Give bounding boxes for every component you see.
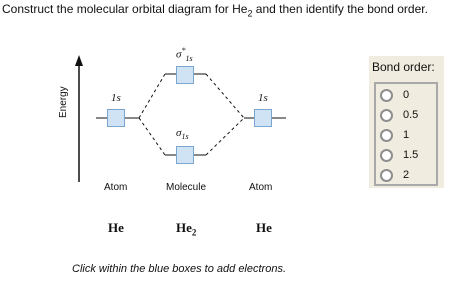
sigma-star-superscript: * (181, 46, 186, 55)
bond-order-option-2[interactable]: 2 (380, 166, 409, 184)
bond-order-option-1[interactable]: 1 (380, 126, 409, 144)
right-atom-1s-box[interactable] (254, 109, 272, 127)
molecule-species-label: He2 (176, 220, 196, 238)
sigma-star-1s-label: σ*1s (176, 46, 193, 63)
left-atom-1s-box[interactable] (107, 109, 125, 127)
bond-order-title: Bond order: (372, 60, 435, 74)
bond-order-option-1-5[interactable]: 1.5 (380, 146, 418, 164)
left-atom-column-label: Atom (104, 182, 128, 193)
sigma-star-symbol: σ (176, 48, 182, 61)
radio-button[interactable] (380, 88, 393, 102)
sigma-symbol: σ (176, 127, 182, 139)
instruction-hint: Click within the blue boxes to add elect… (72, 263, 287, 275)
radio-button[interactable] (380, 168, 393, 182)
question-text: Construct the molecular orbital diagram … (2, 2, 428, 18)
radio-button[interactable] (380, 148, 393, 162)
sigma-star-1s-box[interactable] (176, 66, 194, 84)
question-prefix: Construct the molecular orbital diagram … (2, 2, 248, 16)
option-label: 0 (403, 89, 410, 101)
radio-button[interactable] (380, 128, 393, 142)
radio-button[interactable] (380, 108, 393, 122)
question-subscript: 2 (247, 8, 253, 19)
bond-order-option-0[interactable]: 0 (380, 86, 409, 104)
option-label: 0.5 (403, 109, 419, 121)
question-suffix: and then identify the bond order. (252, 2, 428, 16)
right-atom-column-label: Atom (249, 182, 273, 193)
sigma-star-subscript: 1s (185, 53, 193, 63)
sigma-1s-label: σ1s (176, 127, 189, 141)
sigma-1s-box[interactable] (176, 146, 194, 164)
molecule-column-label: Molecule (166, 182, 207, 193)
option-label: 1 (403, 129, 410, 141)
molecule-species-sub: 2 (191, 227, 197, 238)
bond-order-option-0-5[interactable]: 0.5 (380, 106, 418, 124)
molecule-species-base: He (176, 220, 192, 235)
option-label: 1.5 (403, 149, 419, 161)
left-species-label: He (108, 220, 124, 235)
option-label: 2 (403, 169, 410, 181)
right-1s-label: 1s (258, 92, 268, 104)
sigma-subscript: 1s (181, 132, 189, 142)
bond-order-options: 0 0.5 1 1.5 2 (374, 82, 438, 186)
right-species-label: He (256, 220, 272, 235)
left-1s-label: 1s (111, 92, 121, 104)
